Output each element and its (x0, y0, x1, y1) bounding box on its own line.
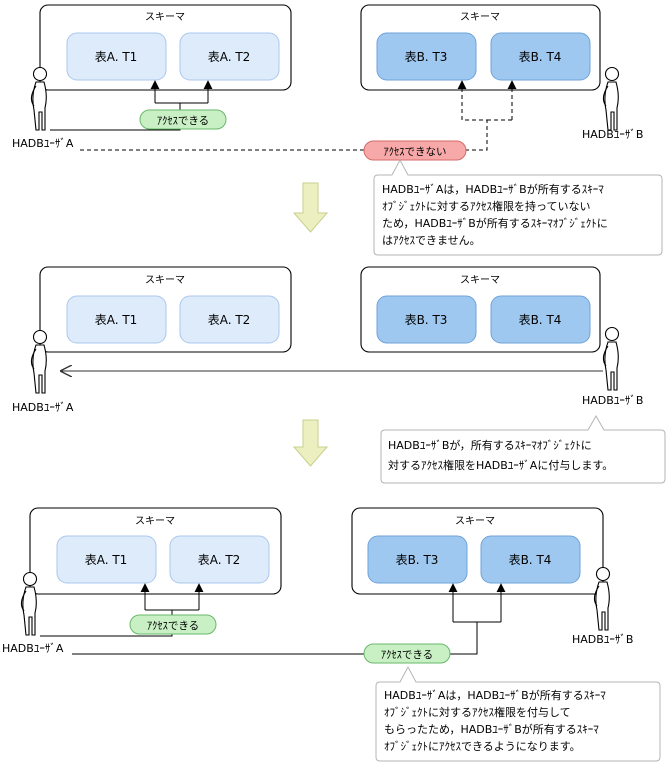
ng-dashed-line (80, 119, 512, 151)
user-b-label: HADBﾕｰｻﾞB (572, 633, 633, 646)
table-b-t3 (376, 295, 477, 344)
section-3: スキーマ 表A. T1 表A. T2 スキーマ 表B. T3 表B. T4 HA… (2, 507, 661, 762)
table-b-t3-label: 表B. T3 (405, 313, 448, 327)
user-a-icon (20, 571, 38, 636)
pill-access-ok-label: ｱｸｾｽできる (157, 115, 209, 127)
table-b-t4 (490, 295, 591, 344)
schema-a-label: スキーマ (135, 516, 175, 527)
note-2-line-2: 対するｱｸｾｽ権限をHADBﾕｰｻﾞAに付与します。 (388, 458, 613, 472)
user-b-icon (602, 326, 620, 391)
down-arrow-1 (292, 182, 329, 233)
user-a-icon (30, 329, 48, 394)
table-b-t3 (367, 535, 468, 584)
note-1-callout (373, 158, 663, 256)
table-a-t2-label: 表A. T2 (208, 50, 251, 64)
note-1-line-4: はｱｸｾｽできません。 (382, 234, 481, 247)
table-a-t1-label: 表A. T1 (85, 553, 128, 567)
table-a-t2-label: 表A. T2 (208, 313, 251, 327)
note-1-line-2: ｵﾌﾞｼﾞｪｸﾄに対するｱｸｾｽ権限を持っていない (382, 199, 590, 213)
schema-a-label: スキーマ (145, 275, 185, 286)
schema-b-label: スキーマ (460, 275, 500, 286)
note-3-line-3: もらったため，HADBﾕｰｻﾞBが所有するｽｷｰﾏ (384, 722, 599, 736)
pill-access-ng-label: ｱｸｾｽできない (384, 146, 447, 158)
user-b-icon (593, 566, 611, 631)
pill-access-ok-b (363, 643, 451, 664)
down-arrow-2 (292, 419, 329, 467)
note-3-line-4: ｵﾌﾞｼﾞｪｸﾄにｱｸｾｽできるようになります。 (384, 740, 581, 753)
user-a-icon (30, 66, 48, 131)
pill-access-ok-b-label: ｱｸｾｽできる (381, 649, 433, 661)
table-a-t2-label: 表A. T2 (198, 553, 241, 567)
table-a-t2 (179, 295, 280, 344)
table-a-t2 (169, 535, 270, 584)
note-1-line-1: HADBﾕｰｻﾞAは，HADBﾕｰｻﾞBが所有するｽｷｰﾏ (382, 182, 604, 196)
pill-access-ng (363, 140, 467, 161)
table-b-t3 (376, 32, 477, 81)
table-a-t1-label: 表A. T1 (95, 313, 138, 327)
ok-line-b (72, 621, 501, 655)
user-b-label: HADBﾕｰｻﾞB (582, 394, 643, 407)
table-a-t1 (66, 295, 167, 344)
user-a-label: HADBﾕｰｻﾞA (12, 137, 74, 150)
note-1-line-3: ため，HADBﾕｰｻﾞBが所有するｽｷｰﾏｵﾌﾞｼﾞｪｸﾄに (382, 216, 608, 230)
table-a-t1-label: 表A. T1 (95, 50, 138, 64)
schema-b-label: スキーマ (460, 12, 500, 23)
table-b-t4-label: 表B. T4 (519, 313, 562, 327)
table-b-t4-label: 表B. T4 (519, 50, 562, 64)
user-a-label: HADBﾕｰｻﾞA (12, 401, 74, 414)
user-b-label: HADBﾕｰｻﾞB (582, 128, 643, 141)
note-2-callout (380, 414, 666, 484)
table-a-t1 (66, 32, 167, 81)
pill-access-ok (139, 109, 227, 130)
schema-a-label: スキーマ (145, 12, 185, 23)
table-b-t4 (490, 32, 591, 81)
table-a-t1 (56, 535, 157, 584)
note-3-line-2: ｵﾌﾞｼﾞｪｸﾄに対するｱｸｾｽ権限を付与して (384, 705, 571, 719)
pill-access-ok-a (129, 614, 217, 635)
pill-access-ok-a-label: ｱｸｾｽできる (147, 620, 199, 632)
table-a-t2 (179, 32, 280, 81)
user-a-label: HADBﾕｰｻﾞA (2, 642, 64, 655)
table-b-t4 (480, 535, 581, 584)
table-b-t3-label: 表B. T3 (405, 50, 448, 64)
schema-b-label: スキーマ (455, 516, 495, 527)
note-3-callout (375, 665, 661, 762)
note-2-line-1: HADBﾕｰｻﾞBが，所有するｽｷｰﾏｵﾌﾞｼﾞｪｸﾄに (388, 438, 592, 452)
user-b-icon (602, 66, 620, 131)
note-3-line-1: HADBﾕｰｻﾞAは，HADBﾕｰｻﾞBが所有するｽｷｰﾏ (384, 688, 606, 702)
table-b-t4-label: 表B. T4 (509, 553, 552, 567)
section-1: スキーマ 表A. T1 表A. T2 スキーマ 表B. T3 表B. T4 HA… (12, 4, 663, 256)
table-b-t3-label: 表B. T3 (396, 553, 439, 567)
section-2: スキーマ 表A. T1 表A. T2 スキーマ 表B. T3 表B. T4 HA… (12, 266, 666, 484)
